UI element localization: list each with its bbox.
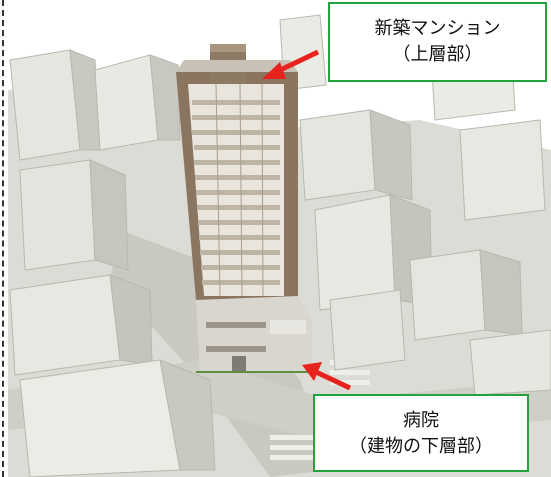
callout-new-condo-line1: 新築マンション bbox=[374, 18, 501, 39]
dashed-left-border bbox=[2, 0, 4, 477]
callout-hospital-line2: （建物の下層部） bbox=[349, 436, 493, 457]
callout-new-condo-line2: （上層部） bbox=[392, 44, 483, 65]
callout-new-condo: 新築マンション （上層部） bbox=[328, 2, 547, 82]
callout-hospital: 病院 （建物の下層部） bbox=[313, 394, 529, 472]
callout-hospital-line1: 病院 bbox=[403, 410, 439, 431]
